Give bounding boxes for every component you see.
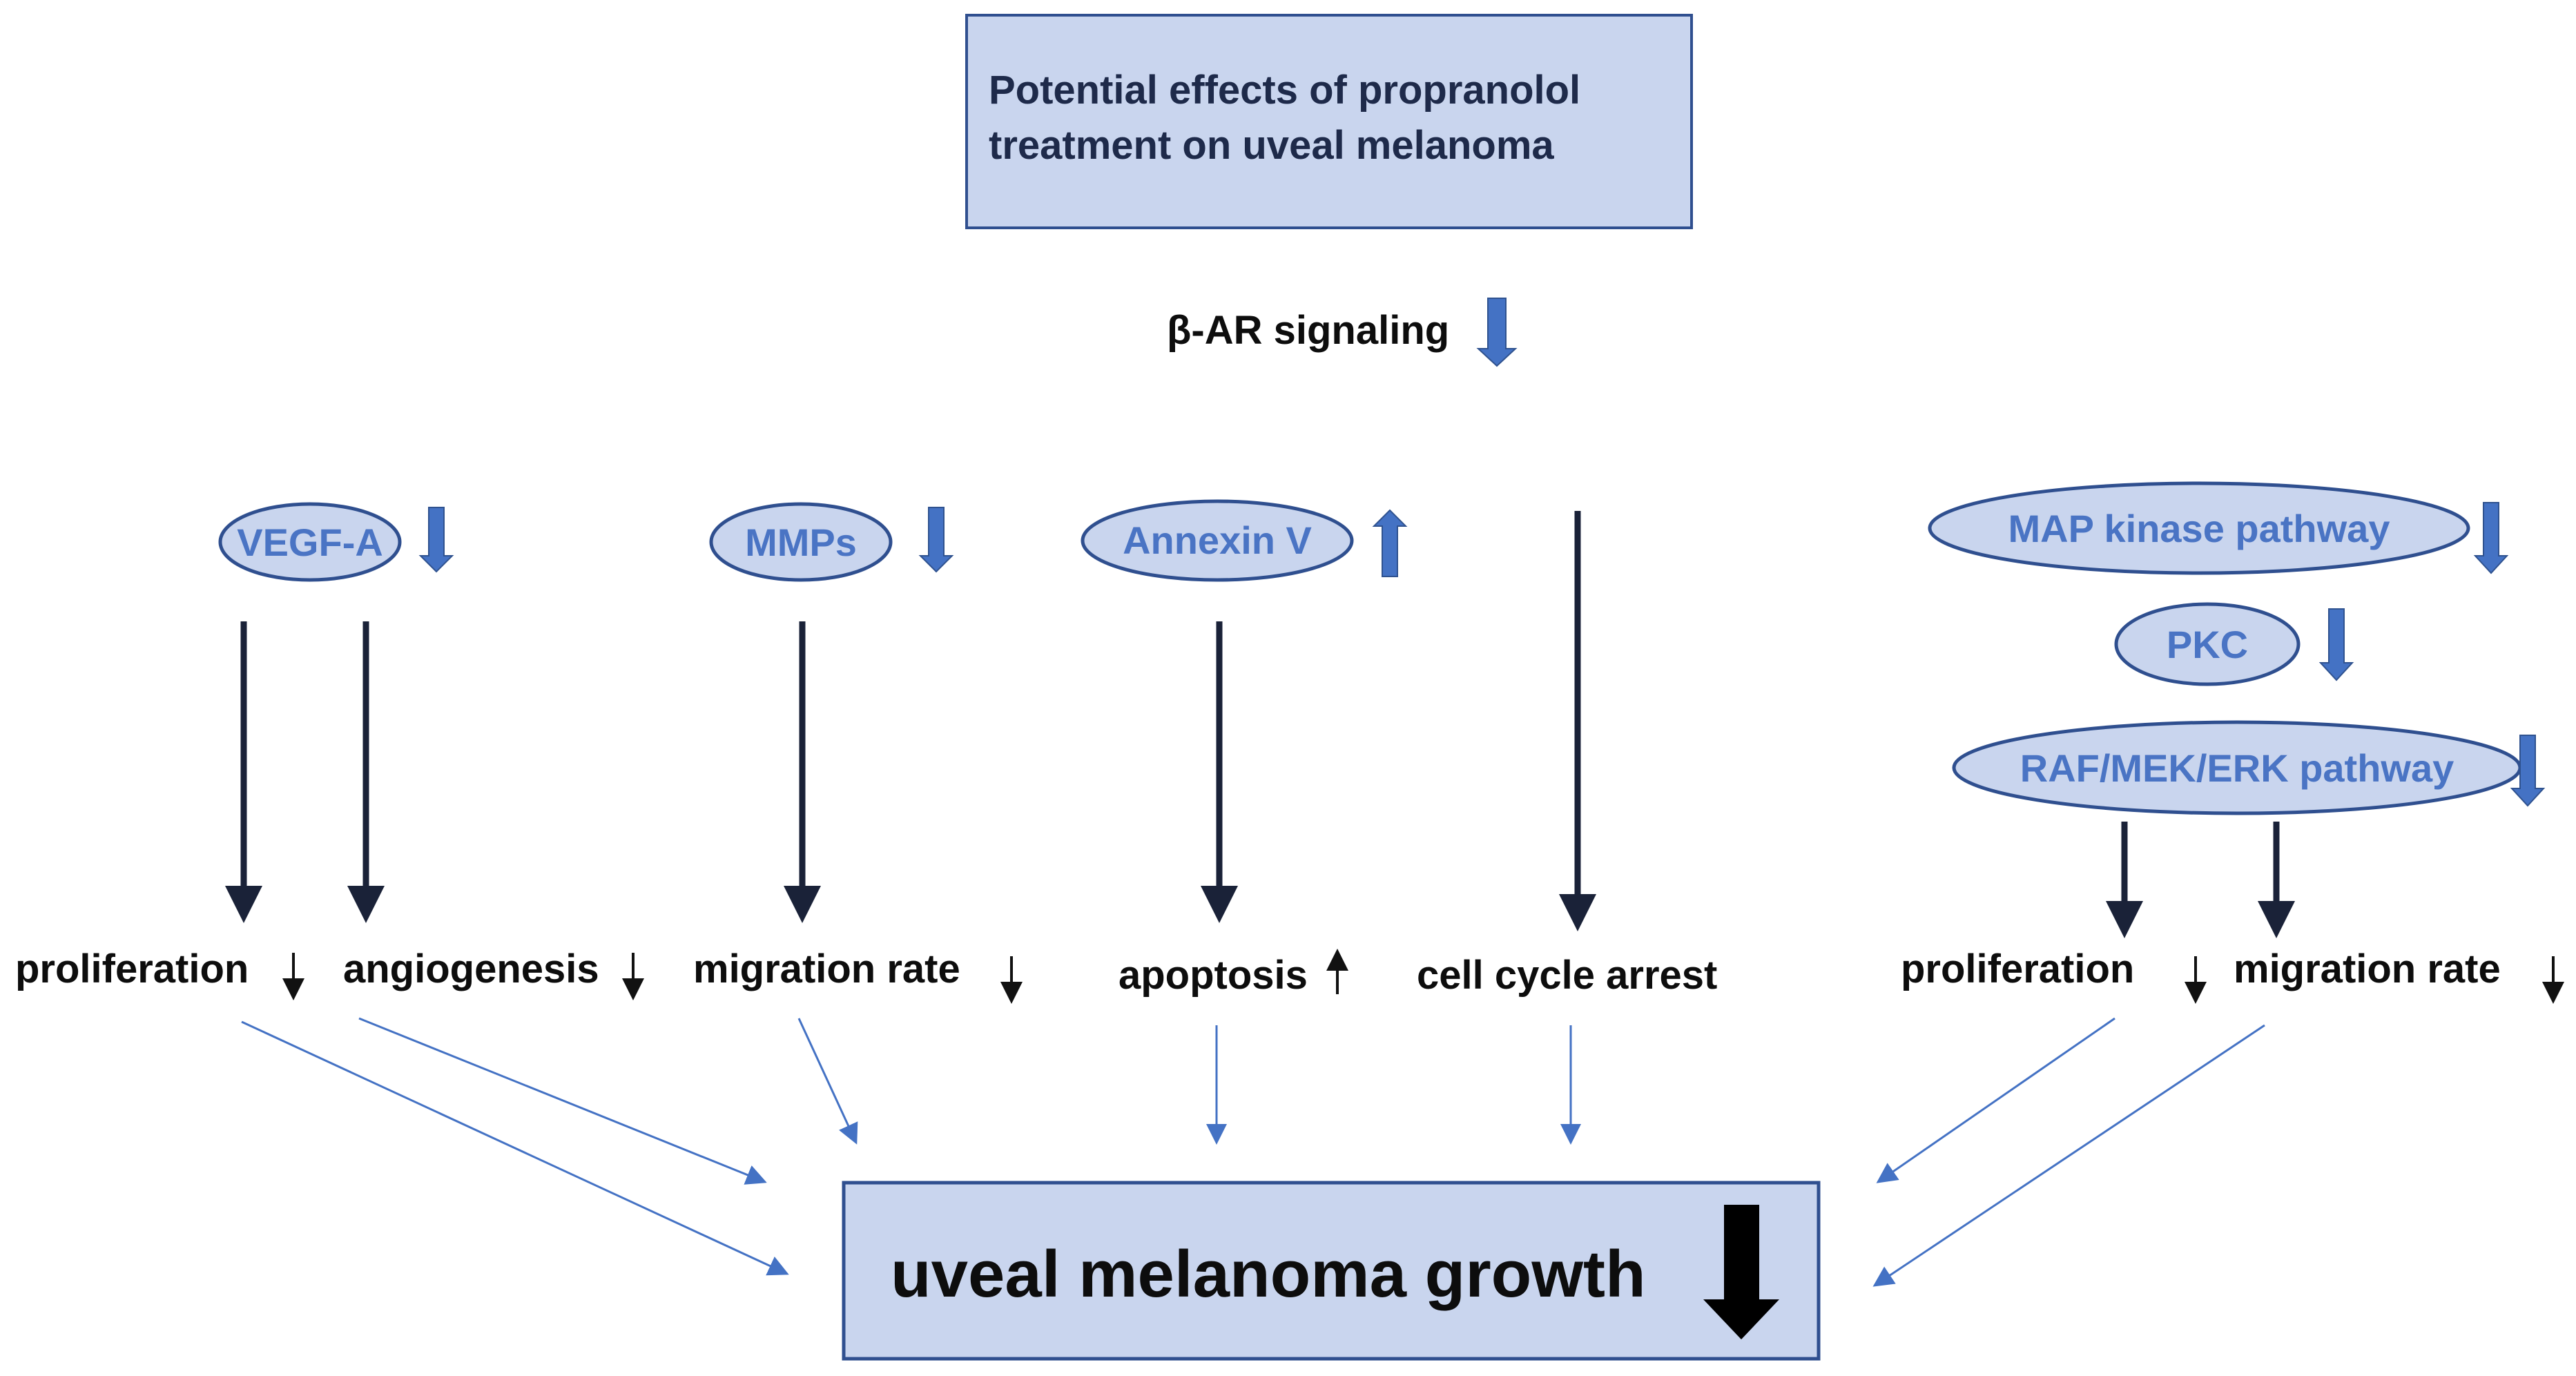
outcome-box: uveal melanoma growth	[842, 1181, 1821, 1361]
mediator-mmps: MMPs	[709, 502, 893, 582]
beta-ar-down-arrow-icon	[1476, 298, 1518, 367]
mediator-pkc: PKC	[2114, 602, 2301, 686]
beta-ar-signaling-label: β-AR signaling	[1167, 308, 1449, 353]
arrow-migration-to-outcome	[797, 1018, 858, 1145]
effect-migration-rate-right: migration rate	[2234, 947, 2564, 1004]
title-line-1: Potential effects of propranolol	[989, 68, 1580, 113]
effect-angiogenesis: angiogenesis	[343, 947, 644, 1000]
vegf-a-down-arrow-icon	[418, 507, 454, 573]
outcome-down-arrow-icon	[1703, 1205, 1779, 1339]
arrow-angiogenesis-to-outcome	[358, 1017, 767, 1185]
effect-apoptosis: apoptosis	[1118, 949, 1348, 998]
raf-mek-erk-pathway-label: RAF/MEK/ERK pathway	[2020, 746, 2454, 790]
effect-proliferation-left: proliferation	[15, 947, 304, 1000]
effect-migration-rate-left: migration rate	[693, 947, 1023, 1004]
mediator-effect-arrows	[225, 511, 2295, 938]
effect-cell-cycle-arrest: cell cycle arrest	[1417, 953, 1717, 998]
effect-proliferation-right: proliferation	[1901, 947, 2207, 1004]
mediator-raf-mek-erk-pathway: RAF/MEK/ERK pathway	[1952, 720, 2522, 815]
arrow-proliferation-to-outcome	[241, 1020, 789, 1276]
effect-label: migration rate	[2234, 947, 2501, 991]
beta-ar-signaling: β-AR signaling	[1167, 298, 1518, 367]
pkc-label: PKC	[2167, 623, 2248, 666]
mediator-map-kinase-pathway: MAP kinase pathway	[1928, 481, 2470, 575]
arrow-proliferation-right-to-outcome	[1876, 1017, 2115, 1183]
mediator-annexin-v: Annexin V	[1081, 499, 1354, 582]
mmps-down-arrow-icon	[918, 507, 954, 573]
mediator-vegf-a: VEGF-A	[218, 502, 402, 582]
title-line-2: treatment on uveal melanoma	[989, 123, 1554, 168]
effect-label: cell cycle arrest	[1417, 953, 1717, 998]
annexin-v-label: Annexin V	[1123, 519, 1312, 562]
pkc-down-arrow-icon	[2318, 608, 2354, 681]
effect-label: proliferation	[1901, 947, 2134, 991]
effect-label: migration rate	[693, 947, 960, 991]
title-box: Potential effects of propranolol treatme…	[965, 14, 1693, 229]
map-kinase-down-arrow-icon	[2473, 502, 2509, 574]
effect-label: proliferation	[15, 947, 249, 991]
annexin-v-up-arrow-icon	[1372, 509, 1408, 577]
effect-label: angiogenesis	[343, 947, 599, 991]
effect-outcome-arrows	[241, 1017, 2265, 1287]
vegf-a-label: VEGF-A	[237, 521, 383, 564]
raf-mek-erk-down-arrow-icon	[2510, 735, 2546, 807]
effect-label: apoptosis	[1118, 953, 1308, 998]
map-kinase-pathway-label: MAP kinase pathway	[2008, 507, 2390, 550]
arrow-migration-right-to-outcome	[1872, 1024, 2265, 1287]
mmps-label: MMPs	[745, 521, 857, 564]
outcome-label: uveal melanoma growth	[891, 1237, 1646, 1311]
